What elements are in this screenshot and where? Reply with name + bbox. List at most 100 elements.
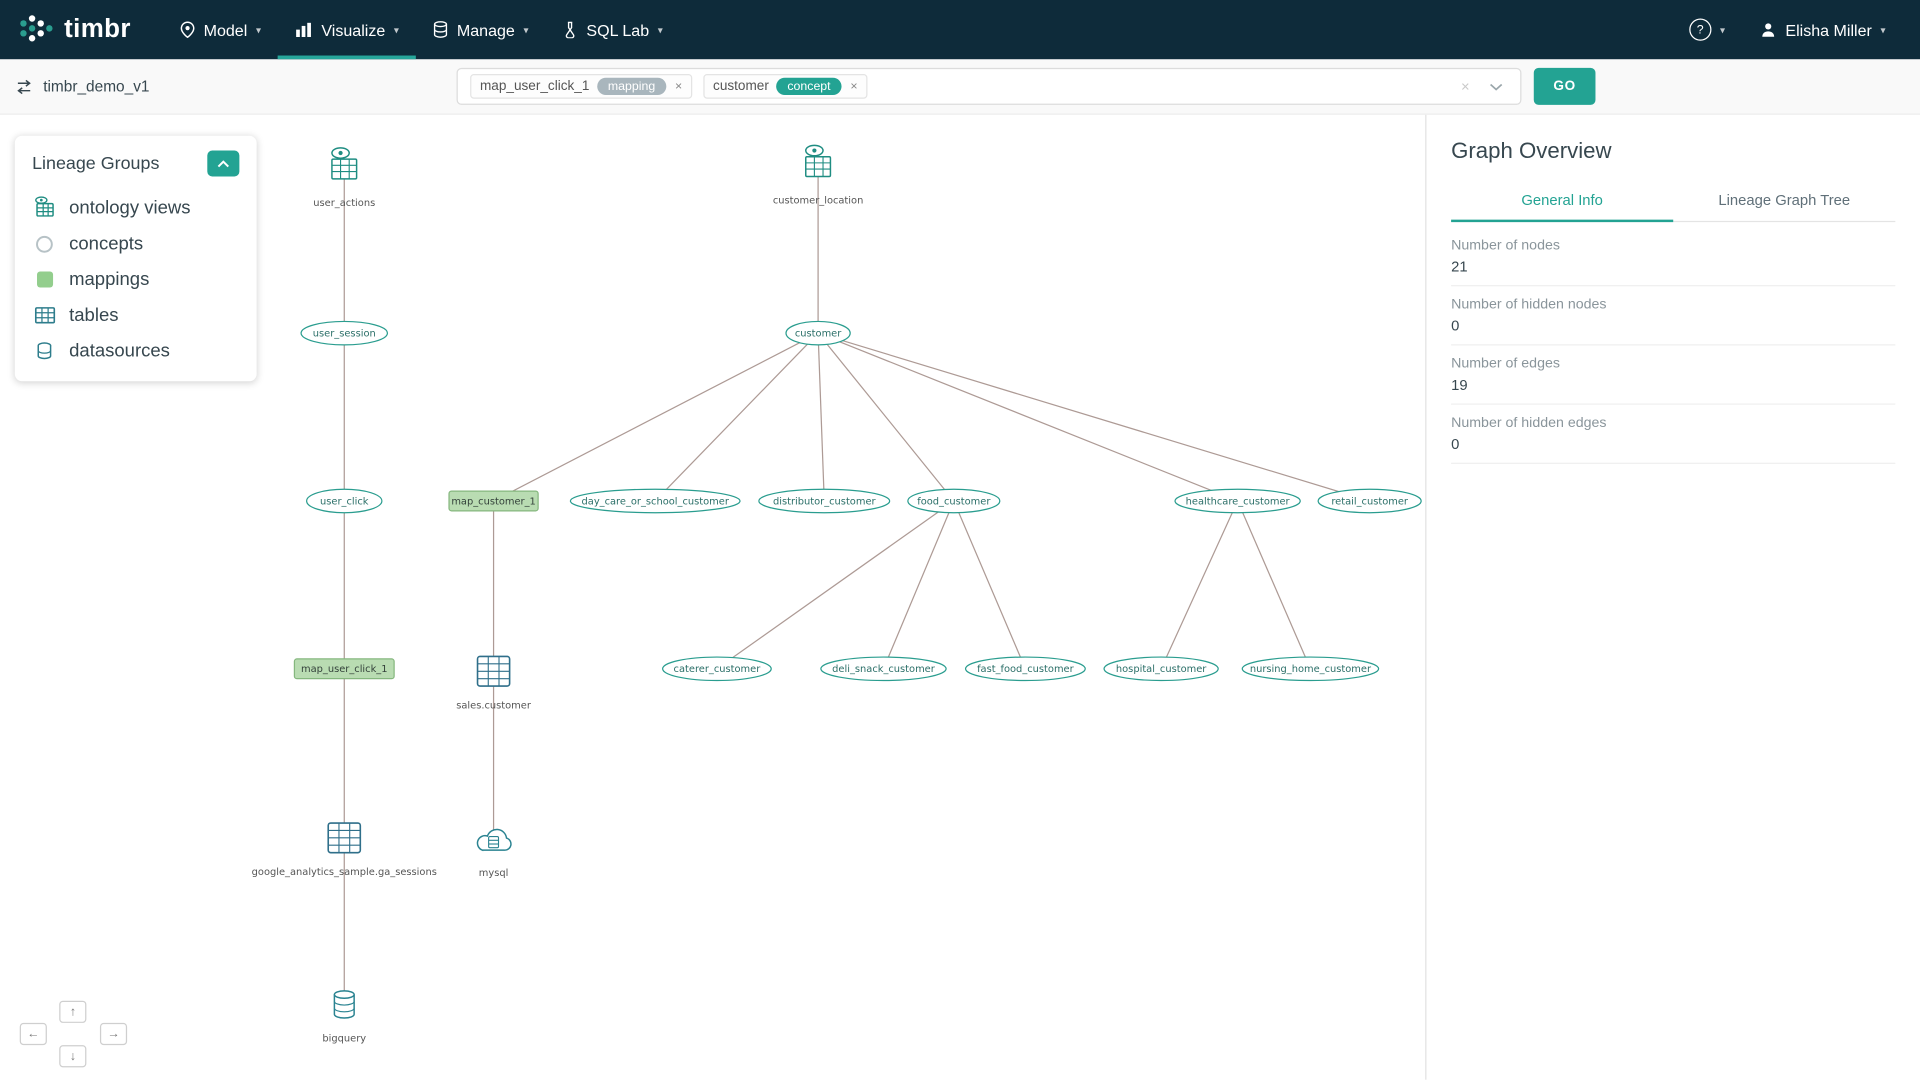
graph-node-fast_food_customer[interactable]: fast_food_customer <box>964 656 1086 682</box>
remove-tag-icon[interactable]: × <box>850 79 858 94</box>
graph-node-distributor_customer[interactable]: distributor_customer <box>758 488 891 514</box>
collapse-panel-button[interactable] <box>207 150 240 177</box>
graph-node-user_click[interactable]: user_click <box>306 488 383 514</box>
chevron-down-icon: ▾ <box>255 24 261 36</box>
svg-text:day_care_or_school_customer: day_care_or_school_customer <box>582 496 730 507</box>
pan-up-button[interactable]: ↑ <box>59 1000 87 1023</box>
pin-icon <box>180 21 195 39</box>
project-name: timbr_demo_v1 <box>43 77 150 96</box>
svg-text:google_analytics_sample.ga_ses: google_analytics_sample.ga_sessions <box>252 867 437 878</box>
svg-text:healthcare_customer: healthcare_customer <box>1186 496 1291 507</box>
graph-node-customer_location[interactable]: customer_location <box>773 144 863 207</box>
user-menu[interactable]: Elisha Miller ▾ <box>1742 0 1903 59</box>
timbr-logo-icon <box>20 15 53 42</box>
graph-node-map_customer_1[interactable]: map_customer_1 <box>448 490 539 512</box>
stat-value: 21 <box>1451 257 1468 276</box>
flask-icon <box>566 21 575 39</box>
stats-list: Number of nodes 21 Number of hidden node… <box>1451 227 1896 464</box>
legend-label: tables <box>69 304 119 326</box>
svg-text:distributor_customer: distributor_customer <box>773 496 877 507</box>
graph-node-bigquery[interactable]: bigquery <box>322 990 366 1045</box>
pan-right-button[interactable]: → <box>99 1022 128 1046</box>
search-tag-mapping: map_user_click_1 mapping × <box>470 74 693 99</box>
legend-item-mappings[interactable]: mappings <box>32 262 239 298</box>
svg-text:hospital_customer: hospital_customer <box>1116 664 1207 675</box>
top-navbar: timbr Model ▾ Visualize ▾ <box>0 0 1920 60</box>
nav-model[interactable]: Model ▾ <box>163 0 278 59</box>
nav-visualize[interactable]: Visualize ▾ <box>278 0 417 60</box>
svg-text:user_click: user_click <box>320 496 369 507</box>
legend-item-concepts[interactable]: concepts <box>32 226 239 262</box>
project-selector[interactable]: timbr_demo_v1 <box>15 59 150 113</box>
svg-text:customer_location: customer_location <box>773 196 863 207</box>
legend-item-tables[interactable]: tables <box>32 297 239 333</box>
graph-node-food_customer[interactable]: food_customer <box>907 488 1001 514</box>
go-button[interactable]: GO <box>1533 67 1596 105</box>
chevron-down-icon: ▾ <box>657 24 663 36</box>
stat-value: 0 <box>1451 317 1460 335</box>
stat-label: Number of edges <box>1451 356 1560 372</box>
user-name: Elisha Miller <box>1785 20 1872 39</box>
graph-node-deli_snack_customer[interactable]: deli_snack_customer <box>820 656 947 682</box>
chevron-down-icon: ▾ <box>393 24 399 36</box>
nav-manage-label: Manage <box>456 20 515 39</box>
graph-node-customer[interactable]: customer <box>785 320 851 346</box>
pan-down-button[interactable]: ↓ <box>59 1045 87 1068</box>
search-tag-text: customer <box>713 78 769 94</box>
graph-node-user_actions[interactable]: user_actions <box>313 147 375 209</box>
svg-text:sales.customer: sales.customer <box>456 700 532 711</box>
graph-node-google_analytics_sample.ga_sessions[interactable]: google_analytics_sample.ga_sessions <box>252 822 437 878</box>
graph-node-retail_customer[interactable]: retail_customer <box>1317 488 1422 514</box>
svg-text:nursing_home_customer: nursing_home_customer <box>1250 664 1372 675</box>
legend-label: concepts <box>69 233 144 255</box>
graph-node-caterer_customer[interactable]: caterer_customer <box>662 656 772 682</box>
remove-tag-icon[interactable]: × <box>674 79 683 94</box>
toolbar: timbr_demo_v1 map_user_click_1 mapping ×… <box>0 59 1920 115</box>
table-icon <box>32 306 57 325</box>
brand-logo[interactable]: timbr <box>17 0 131 59</box>
svg-text:customer: customer <box>795 329 842 340</box>
graph-node-nursing_home_customer[interactable]: nursing_home_customer <box>1241 656 1380 682</box>
nav-visualize-label: Visualize <box>321 20 386 39</box>
nav-sql-lab-label: SQL Lab <box>586 20 650 39</box>
legend-item-ontology-views[interactable]: ontology views <box>32 189 239 226</box>
graph-node-sales.customer[interactable]: sales.customer <box>456 655 532 711</box>
svg-text:mysql: mysql <box>479 868 509 879</box>
help-icon: ? <box>1689 18 1712 41</box>
search-tag-concept: customer concept × <box>703 74 868 99</box>
nav-manage[interactable]: Manage ▾ <box>416 0 546 59</box>
svg-text:user_actions: user_actions <box>313 198 375 209</box>
stat-row: Number of hidden edges 0 <box>1451 405 1896 464</box>
search-controls: × <box>1461 78 1508 95</box>
help-menu[interactable]: ? ▾ <box>1672 0 1742 59</box>
svg-text:bigquery: bigquery <box>322 1033 366 1044</box>
concept-icon <box>32 234 57 254</box>
graph-node-user_session[interactable]: user_session <box>300 320 389 346</box>
search-dropdown-icon[interactable] <box>1489 82 1503 91</box>
nav-sql-lab[interactable]: SQL Lab ▾ <box>546 0 680 59</box>
graph-node-healthcare_customer[interactable]: healthcare_customer <box>1174 488 1301 514</box>
tab-lineage-graph-tree[interactable]: Lineage Graph Tree <box>1718 191 1851 209</box>
pan-left-button[interactable]: ← <box>19 1022 47 1046</box>
graph-edges <box>343 166 1370 1005</box>
brand-name: timbr <box>64 14 131 44</box>
panel-tabs: General Info Lineage Graph Tree <box>1451 181 1896 223</box>
graph-node-day_care_or_school_customer[interactable]: day_care_or_school_customer <box>569 488 741 514</box>
stat-row: Number of edges 19 <box>1451 346 1896 405</box>
graph-node-mysql[interactable]: mysql <box>476 828 512 879</box>
svg-text:caterer_customer: caterer_customer <box>674 664 762 675</box>
nav-model-label: Model <box>203 20 248 39</box>
legend-label: datasources <box>69 340 170 362</box>
legend-item-datasources[interactable]: datasources <box>32 333 239 369</box>
graph-node-map_user_click_1[interactable]: map_user_click_1 <box>293 658 395 680</box>
tab-general-info[interactable]: General Info <box>1451 181 1674 223</box>
stat-row: Number of hidden nodes 0 <box>1451 286 1896 346</box>
mapping-icon <box>32 270 57 289</box>
svg-text:user_session: user_session <box>313 329 376 340</box>
navbar-right: ? ▾ Elisha Miller ▾ <box>1672 0 1903 59</box>
clear-search-icon[interactable]: × <box>1460 77 1470 96</box>
datasource-icon <box>32 341 57 362</box>
search-input[interactable]: map_user_click_1 mapping × customer conc… <box>456 67 1522 105</box>
stat-label: Number of nodes <box>1451 238 1560 253</box>
graph-node-hospital_customer[interactable]: hospital_customer <box>1103 656 1219 682</box>
